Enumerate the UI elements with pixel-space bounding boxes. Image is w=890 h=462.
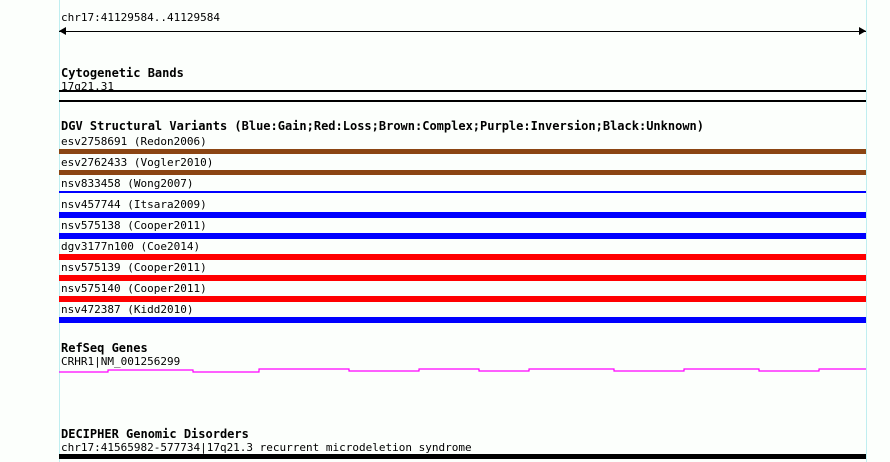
dgv-feature-bar-esv2758691[interactable] (59, 149, 866, 154)
cytoband-label-17q21-31: 17q21.31 (61, 80, 114, 93)
cytoband-bar[interactable] (59, 90, 866, 92)
track-title-dgv-structural-variants: DGV Structural Variants (Blue:Gain;Red:L… (61, 119, 704, 133)
scale-arrow-right-head (859, 27, 866, 35)
dgv-feature-label-esv2758691: esv2758691 (Redon2006) (61, 135, 207, 148)
dgv-feature-bar-esv2762433[interactable] (59, 170, 866, 175)
dgv-feature-bar-nsv575139[interactable] (59, 275, 866, 281)
locus-coordinates: chr17:41129584..41129584 (61, 11, 220, 24)
track-title-cytogenetic-bands: Cytogenetic Bands (61, 66, 184, 80)
scale-arrow-line (59, 31, 866, 32)
refseq-gene-label-crhr1: CRHR1|NM_001256299 (61, 355, 181, 368)
refseq-gene-model-crhr1[interactable] (59, 362, 867, 376)
dgv-feature-label-nsv575139: nsv575139 (Cooper2011) (61, 261, 207, 274)
dgv-feature-label-nsv575140: nsv575140 (Cooper2011) (61, 282, 207, 295)
track-title-decipher-genomic-disorders: DECIPHER Genomic Disorders (61, 427, 249, 441)
dgv-feature-bar-dgv3177n100[interactable] (59, 254, 866, 260)
dgv-feature-bar-nsv575138[interactable] (59, 233, 866, 239)
dgv-feature-label-nsv833458: nsv833458 (Wong2007) (61, 177, 194, 190)
view-right-boundary-line (866, 0, 867, 462)
dgv-feature-bar-nsv575140[interactable] (59, 296, 866, 302)
cytoband-track-baseline (59, 100, 866, 102)
dgv-feature-label-dgv3177n100: dgv3177n100 (Coe2014) (61, 240, 201, 253)
dgv-feature-label-nsv575138: nsv575138 (Cooper2011) (61, 219, 207, 232)
view-left-boundary-line (59, 0, 60, 462)
dgv-feature-label-esv2762433: esv2762433 (Vogler2010) (61, 156, 214, 169)
dgv-feature-label-nsv472387: nsv472387 (Kidd2010) (61, 303, 194, 316)
track-title-refseq-genes: RefSeq Genes (61, 341, 148, 355)
scale-arrow-left-head (59, 27, 66, 35)
dgv-feature-label-nsv457744: nsv457744 (Itsara2009) (61, 198, 207, 211)
decipher-feature-label: chr17:41565982-577734|17q21.3 recurrent … (61, 441, 472, 454)
dgv-feature-bar-nsv472387[interactable] (59, 317, 866, 323)
decipher-feature-bar[interactable] (59, 454, 866, 459)
dgv-feature-bar-nsv457744[interactable] (59, 212, 866, 218)
dgv-feature-bar-nsv833458[interactable] (59, 191, 866, 193)
